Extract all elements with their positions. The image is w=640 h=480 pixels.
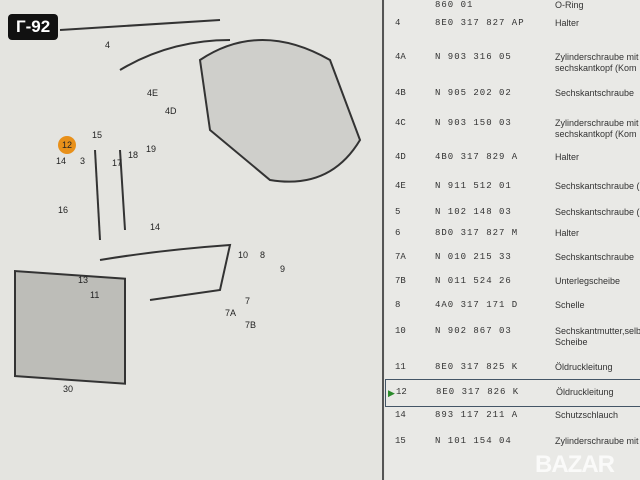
description-cell: Zylinderschraube mit Inne	[555, 436, 640, 446]
description-cell: Schelle	[555, 300, 585, 310]
part-number-cell: N 902 867 03	[435, 326, 512, 336]
description-cell: O-Ring	[555, 0, 584, 10]
description-cell: Sechskantschraube (I	[555, 181, 640, 191]
position-cell: 4B	[395, 88, 406, 98]
part-number-cell: N 903 316 05	[435, 52, 512, 62]
description-cell: Öldruckleitung	[555, 362, 613, 372]
callout-label[interactable]: 7	[245, 296, 251, 306]
part-number-cell: N 010 215 33	[435, 252, 512, 262]
callout-label[interactable]: 7A	[225, 308, 237, 318]
position-cell: 4	[395, 18, 401, 28]
position-cell: 7B	[395, 276, 406, 286]
description-cell: Sechskantschraube	[555, 88, 635, 98]
description-cell: Halter	[555, 18, 580, 28]
callout-label[interactable]: 9	[280, 264, 286, 274]
description-cell: Sechskantschraube	[555, 252, 635, 262]
callout-label[interactable]: 30	[63, 384, 74, 394]
callout-label[interactable]: 7B	[245, 320, 257, 330]
callout-label-selected[interactable]: 12	[62, 140, 73, 150]
position-cell: 10	[395, 326, 406, 336]
part-number-cell: N 102 148 03	[435, 207, 512, 217]
part-number-cell: N 101 154 04	[435, 436, 512, 446]
callout-label[interactable]: 19	[146, 144, 157, 154]
callout-label[interactable]: 4D	[165, 106, 177, 116]
callout-label[interactable]: 11	[90, 290, 100, 300]
callout-label[interactable]: 8	[260, 250, 266, 260]
callout-label[interactable]: 4E	[147, 88, 159, 98]
description-cell: Schutzschlauch	[555, 410, 619, 420]
description-cell: Zylinderschraube mit sechskantkopf (Kom	[555, 118, 639, 139]
part-number-cell: 8E0 317 827 AP	[435, 18, 525, 28]
watermark-logo: BAZAR	[535, 451, 615, 478]
part-number-cell: N 903 150 03	[435, 118, 512, 128]
part-number-cell: 8E0 317 825 K	[435, 362, 519, 372]
callout-label[interactable]: 16	[58, 205, 69, 215]
table-row-selected[interactable]: ▶12 8E0 317 826 K Öldruckleitung	[385, 379, 640, 407]
parts-table: 860 01 O-Ring 4 8E0 317 827 AP Halter 4A N 903…	[385, 0, 640, 480]
callout-label[interactable]: 13	[78, 275, 89, 285]
position-cell: 5	[395, 207, 401, 217]
position-cell: 4A	[395, 52, 406, 62]
description-cell: Sechskantschraube (I	[555, 207, 640, 217]
position-cell: 4C	[395, 118, 406, 128]
position-cell: 6	[395, 228, 401, 238]
callout-label[interactable]: 15	[92, 130, 103, 140]
parts-diagram[interactable]: 4 4E 4D 12 15 14 3 17 18 19 16 14 13 11 …	[0, 0, 385, 480]
position-cell: 11	[395, 362, 406, 372]
part-number-cell: N 905 202 02	[435, 88, 512, 98]
part-number-cell: 8D0 317 827 M	[435, 228, 519, 238]
description-cell: Halter	[555, 228, 580, 238]
description-cell: Halter	[555, 152, 580, 162]
description-cell: Sechskantmutter,selbst mit Scheibe	[555, 326, 640, 347]
part-number-cell: N 911 512 01	[435, 181, 512, 191]
callout-label[interactable]: 14	[150, 222, 161, 232]
part-number-cell: 4B0 317 829 A	[435, 152, 519, 162]
position-cell: 12	[396, 387, 407, 397]
callout-label[interactable]: 18	[128, 150, 139, 160]
callout-label[interactable]: 4	[105, 40, 111, 50]
part-number-cell: 860 01	[435, 0, 474, 10]
position-cell: 14	[395, 410, 406, 420]
description-cell: Zylinderschraube mit sechskantkopf (Kom	[555, 52, 639, 73]
position-cell: 4D	[395, 152, 406, 162]
part-number-cell: 8E0 317 826 K	[436, 387, 520, 397]
position-cell: 15	[395, 436, 406, 446]
row-pointer-icon: ▶	[388, 388, 395, 398]
position-cell: 8	[395, 300, 401, 310]
position-cell: 7A	[395, 252, 406, 262]
callout-label[interactable]: 3	[80, 156, 86, 166]
part-number-cell: 893 117 211 A	[435, 410, 519, 420]
part-number-cell: N 011 524 26	[435, 276, 512, 286]
listing-badge: Г-92	[8, 14, 59, 40]
part-number-cell: 4A0 317 171 D	[435, 300, 519, 310]
callout-label[interactable]: 14	[56, 156, 67, 166]
diagram-drawing	[14, 19, 362, 385]
panel-divider[interactable]	[382, 0, 384, 480]
callout-label[interactable]: 17	[112, 158, 123, 168]
description-cell: Öldruckleitung	[556, 387, 614, 397]
position-cell: 4E	[395, 181, 406, 191]
description-cell: Unterlegscheibe	[555, 276, 621, 286]
callout-label[interactable]: 10	[238, 250, 249, 260]
